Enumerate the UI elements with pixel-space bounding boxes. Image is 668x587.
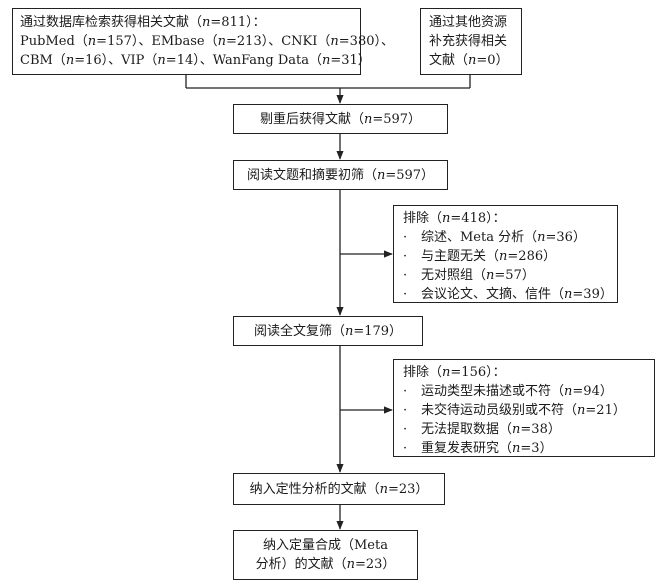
exclusion-2-item: ·未交待运动员级别或不符（n=21） xyxy=(403,403,626,418)
quantitative-synthesis-line-2: 分析）的文献（n=23） xyxy=(255,557,396,572)
bullet-icon: · xyxy=(403,422,408,437)
exclusion-2-item: ·重复发表研究（n=3） xyxy=(403,441,553,456)
exclusion-2-item: ·无法提取数据（n=38） xyxy=(403,422,561,437)
dedup-text: 剔重后获得文献（n=597） xyxy=(259,111,422,127)
title-abstract-screen-text: 阅读文题和摘要初筛（n=597） xyxy=(246,167,435,183)
dedup-box: 剔重后获得文献（n=597） xyxy=(233,104,448,134)
exclusion-2-item: ·运动类型未描述或不符（n=94） xyxy=(403,384,613,399)
exclusion-2-heading: 排除（n=156）： xyxy=(403,365,506,380)
full-text-screen-text: 阅读全文复筛（n=179） xyxy=(253,323,403,339)
bullet-icon: · xyxy=(403,230,408,245)
database-search-line-1: 通过数据库检索获得相关文献（n=811）： xyxy=(20,15,266,30)
other-sources-line-3: 文献（n=0） xyxy=(429,53,509,68)
bullet-icon: · xyxy=(403,403,408,418)
exclusion-box-1: 排除（n=418）： ·综述、Meta 分析（n=36） ·与主题无关（n=28… xyxy=(393,205,618,303)
database-search-line-3: CBM（n=16）、VIP（n=14）、WanFang Data（n=31） xyxy=(20,53,371,68)
bullet-icon: · xyxy=(403,441,408,456)
other-sources-line-2: 补充获得相关 xyxy=(429,34,508,49)
exclusion-1-item: ·与主题无关（n=286） xyxy=(403,249,557,264)
bullet-icon: · xyxy=(403,384,408,399)
quantitative-synthesis-line-1: 纳入定量合成（Meta xyxy=(263,538,388,553)
exclusion-1-heading: 排除（n=418）： xyxy=(403,211,506,226)
database-search-box: 通过数据库检索获得相关文献（n=811）： PubMed（n=157）、EMba… xyxy=(12,8,394,75)
exclusion-1-item: ·无对照组（n=57） xyxy=(403,268,535,283)
qualitative-synthesis-text: 纳入定性分析的文献（n=23） xyxy=(249,481,429,497)
other-sources-line-1: 通过其他资源 xyxy=(429,15,508,30)
full-text-screen-box: 阅读全文复筛（n=179） xyxy=(233,316,423,346)
exclusion-box-2: 排除（n=156）： ·运动类型未描述或不符（n=94） ·未交待运动员级别或不… xyxy=(393,359,655,457)
qualitative-synthesis-box: 纳入定性分析的文献（n=23） xyxy=(233,473,445,505)
bullet-icon: · xyxy=(403,268,408,283)
database-search-line-2: PubMed（n=157）、EMbase（n=213）、CNKI（n=380）、 xyxy=(20,34,394,49)
other-sources-box: 通过其他资源 补充获得相关 文献（n=0） xyxy=(420,8,522,75)
exclusion-1-item: ·综述、Meta 分析（n=36） xyxy=(403,230,586,245)
bullet-icon: · xyxy=(403,249,408,264)
quantitative-synthesis-box: 纳入定量合成（Meta 分析）的文献（n=23） xyxy=(233,530,418,580)
exclusion-1-item: ·会议论文、文摘、信件（n=39） xyxy=(403,287,613,302)
title-abstract-screen-box: 阅读文题和摘要初筛（n=597） xyxy=(233,160,448,190)
bullet-icon: · xyxy=(403,287,408,302)
